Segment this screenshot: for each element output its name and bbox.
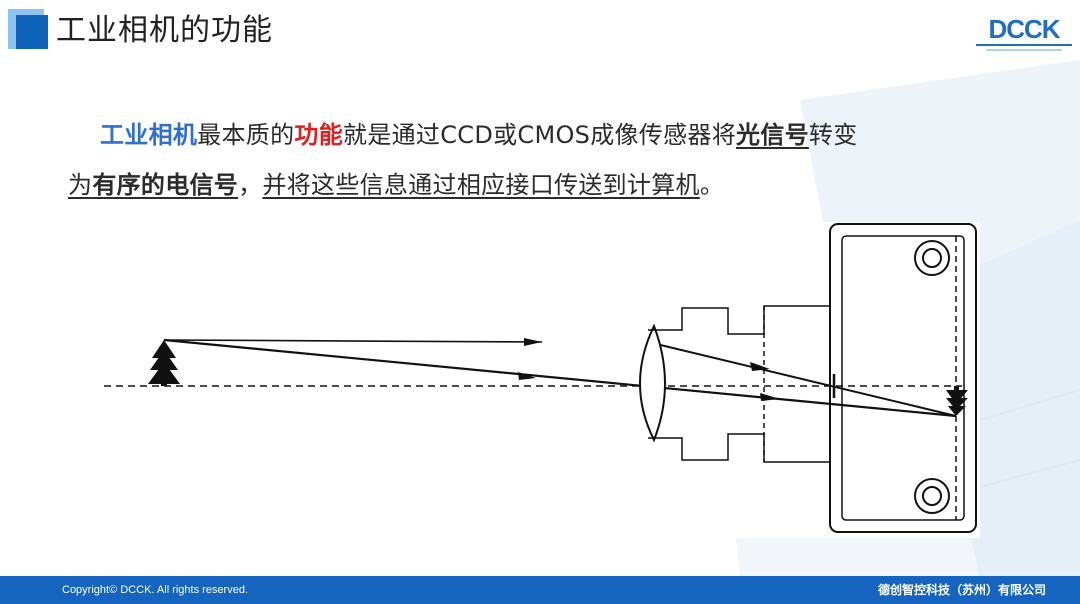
intro-text-segment: 转变 [808,121,858,149]
lens-barrel-bottom [648,433,830,463]
dcck-logo: DCCK [976,14,1072,51]
intro-text-segment: 光信号 [736,121,809,149]
intro-text-segment: ， [238,171,263,199]
image-inverted-tree-icon [946,386,968,416]
camera-optics-diagram [100,222,980,538]
intro-text-segment: 。 [699,171,725,199]
intro-text-segment: 有序的电信号 [92,171,239,199]
page-title: 工业相机的功能 [56,13,273,48]
intro-line-2: 为有序的电信号，并将这些信息通过相应接口传送到计算机。 [68,160,968,210]
copyright-text: Copyright© DCCK. All rights reserved. [62,584,249,596]
ray-arrow [760,393,780,401]
logo-text: DCCK [988,14,1060,44]
company-name: 德创智控科技（苏州）有限公司 [877,583,1046,597]
object-tree-icon [148,340,180,386]
title-mark [16,15,48,49]
intro-text-segment: 为 [68,171,93,199]
intro-paragraph: 工业相机最本质的功能就是通过CCD或CMOS成像传感器将光信号转变 为有序的电信… [68,110,968,210]
intro-text-segment: 功能 [294,121,344,149]
ray-arrow [524,338,542,346]
intro-text-segment: 最本质的 [197,121,295,149]
intro-text-segment: 并将这些信息通过相应接口传送到计算机 [262,171,700,199]
camera-body-outer [829,223,977,533]
mount-hole-bottom-icon [914,478,950,514]
intro-text-segment: 就是通过CCD或CMOS成像传感器将 [343,121,737,149]
camera-body-inner [841,235,965,521]
lens-barrel-top [648,305,830,335]
ray-arrow [518,372,536,380]
ray-top [163,339,543,343]
ray-converge [647,341,957,417]
intro-line-1: 工业相机最本质的功能就是通过CCD或CMOS成像传感器将光信号转变 [68,110,968,160]
slide-header: 工业相机的功能 DCCK [0,0,1080,60]
intro-text-segment: 工业相机 [100,121,198,149]
slide-footer: Copyright© DCCK. All rights reserved. 德创… [0,576,1080,604]
mount-hole-top-icon [914,240,950,276]
lens [639,323,666,443]
ray-chief [163,338,957,418]
ray-arrow [750,362,770,371]
